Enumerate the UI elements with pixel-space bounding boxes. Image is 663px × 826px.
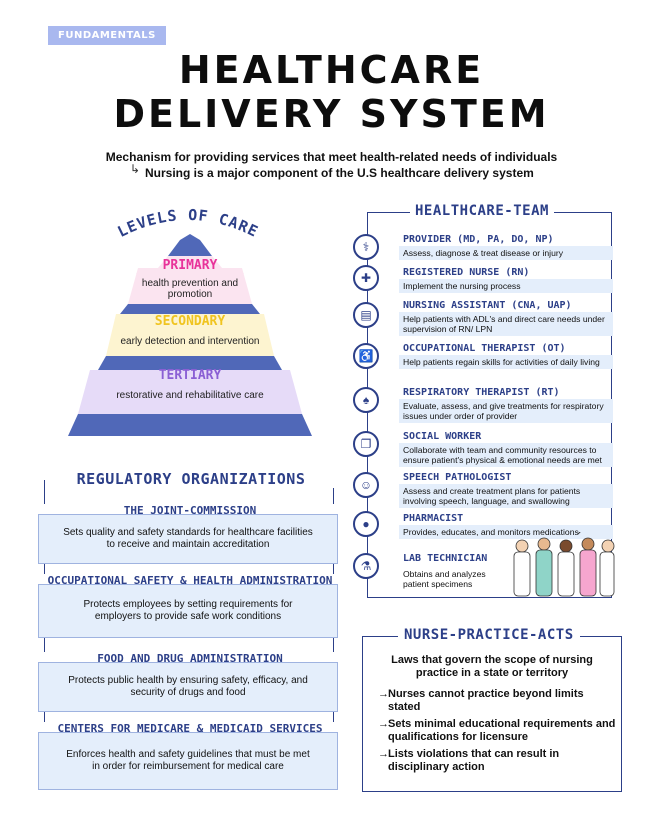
npa-item: → Nurses cannot practice beyond limits s… [378, 688, 618, 714]
secondary-desc: early detection and intervention [120, 336, 260, 347]
team-member-desc: Evaluate, assess, and give treatments fo… [399, 399, 613, 423]
team-member-name: LAB TECHNICIAN [403, 553, 488, 564]
curved-arrow-icon: ↳ [130, 162, 141, 176]
team-member-desc: Help patients regain skills for activiti… [399, 355, 613, 369]
team-member-name: PROVIDER (MD, PA, DO, NP) [403, 234, 554, 245]
nurse-cap-icon: ✚ [353, 265, 379, 291]
team-member-name: PHARMACIST [403, 513, 464, 524]
npa-item-text: Nurses cannot practice beyond limits sta… [388, 688, 584, 713]
npa-item: → Lists violations that can result in di… [378, 748, 618, 774]
nurse-practice-acts-title: NURSE-PRACTICE-ACTS [398, 627, 580, 643]
levels-of-care-pyramid: PRIMARY health prevention and promotion … [40, 230, 340, 440]
team-member-desc: Implement the nursing process [399, 279, 613, 293]
arrow-right-icon: → [378, 718, 389, 730]
arrow-right-icon: → [378, 688, 389, 700]
org-desc-joint-commission: Sets quality and safety standards for he… [38, 514, 338, 564]
microscope-icon: ⚗ [353, 553, 379, 579]
levels-of-care-title: LEVELS OF CARE [115, 206, 261, 241]
primary-desc: health prevention and promotion [141, 278, 239, 300]
team-member-name: SOCIAL WORKER [403, 431, 482, 442]
category-tag: FUNDAMENTALS [48, 26, 166, 45]
pills-icon: ● [353, 511, 379, 537]
npa-item-text: Sets minimal educational requirements an… [388, 718, 616, 743]
npa-item: → Sets minimal educational requirements … [378, 718, 618, 744]
regulatory-title: REGULATORY ORGANIZATIONS [46, 470, 336, 488]
org-name-cms: CENTERS FOR MEDICARE & MEDICAID SERVICES [36, 722, 344, 735]
stethoscope-icon: ⚕ [353, 234, 379, 260]
team-member-desc: Obtains and analyzes patient specimens [403, 569, 486, 589]
tertiary-desc: restorative and rehabilitative care [116, 390, 264, 401]
npa-item-text: Lists violations that can result in disc… [388, 748, 560, 773]
team-member-name: NURSING ASSISTANT (CNA, UAP) [403, 300, 572, 311]
page-title-line2: DELIVERY SYSTEM [113, 92, 550, 136]
team-member-name: RESPIRATORY THERAPIST (RT) [403, 387, 560, 398]
intro-subtext: Nursing is a major component of the U.S … [145, 166, 534, 180]
secondary-label: SECONDARY [154, 314, 226, 329]
team-member-desc: Help patients with ADL's and direct care… [399, 312, 613, 336]
team-member-desc: Assess, diagnose & treat disease or inju… [399, 246, 613, 260]
team-member-name: SPEECH PATHOLOGIST [403, 472, 512, 483]
team-member-desc: Collaborate with team and community reso… [399, 443, 613, 467]
page-title-line1: HEALTHCARE [178, 48, 485, 92]
org-name-osha: OCCUPATIONAL SAFETY & HEALTH ADMINISTRAT… [36, 574, 344, 587]
org-desc-cms: Enforces health and safety guidelines th… [38, 732, 338, 790]
team-member-desc: Assess and create treatment plans for pa… [399, 484, 613, 508]
speech-icon: ☺ [353, 472, 379, 498]
healthcare-team-illustration [513, 532, 615, 597]
clipboard-icon: ▤ [353, 302, 379, 328]
nurse-practice-acts-subtitle: Laws that govern the scope of nursing pr… [391, 654, 593, 679]
org-desc-osha: Protects employees by setting requiremen… [38, 584, 338, 638]
lungs-icon: ♠ [353, 387, 379, 413]
documents-icon: ❐ [353, 431, 379, 457]
arrow-right-icon: → [378, 748, 389, 760]
team-member-name: OCCUPATIONAL THERAPIST (OT) [403, 343, 566, 354]
primary-label: PRIMARY [162, 258, 218, 273]
wheelchair-icon: ♿ [353, 343, 379, 369]
intro-text: Mechanism for providing services that me… [105, 150, 558, 164]
org-desc-fda: Protects public health by ensuring safet… [38, 662, 338, 712]
team-member-desc: Provides, educates, and monitors medicat… [399, 525, 613, 539]
team-member-name: REGISTERED NURSE (RN) [403, 267, 530, 278]
healthcare-team-title: HEALTHCARE-TEAM [410, 203, 554, 219]
org-name-joint-commission: THE JOINT-COMMISSION [40, 504, 340, 517]
org-name-fda: FOOD AND DRUG ADMINISTRATION [40, 652, 340, 665]
tertiary-label: TERTIARY [158, 368, 222, 383]
